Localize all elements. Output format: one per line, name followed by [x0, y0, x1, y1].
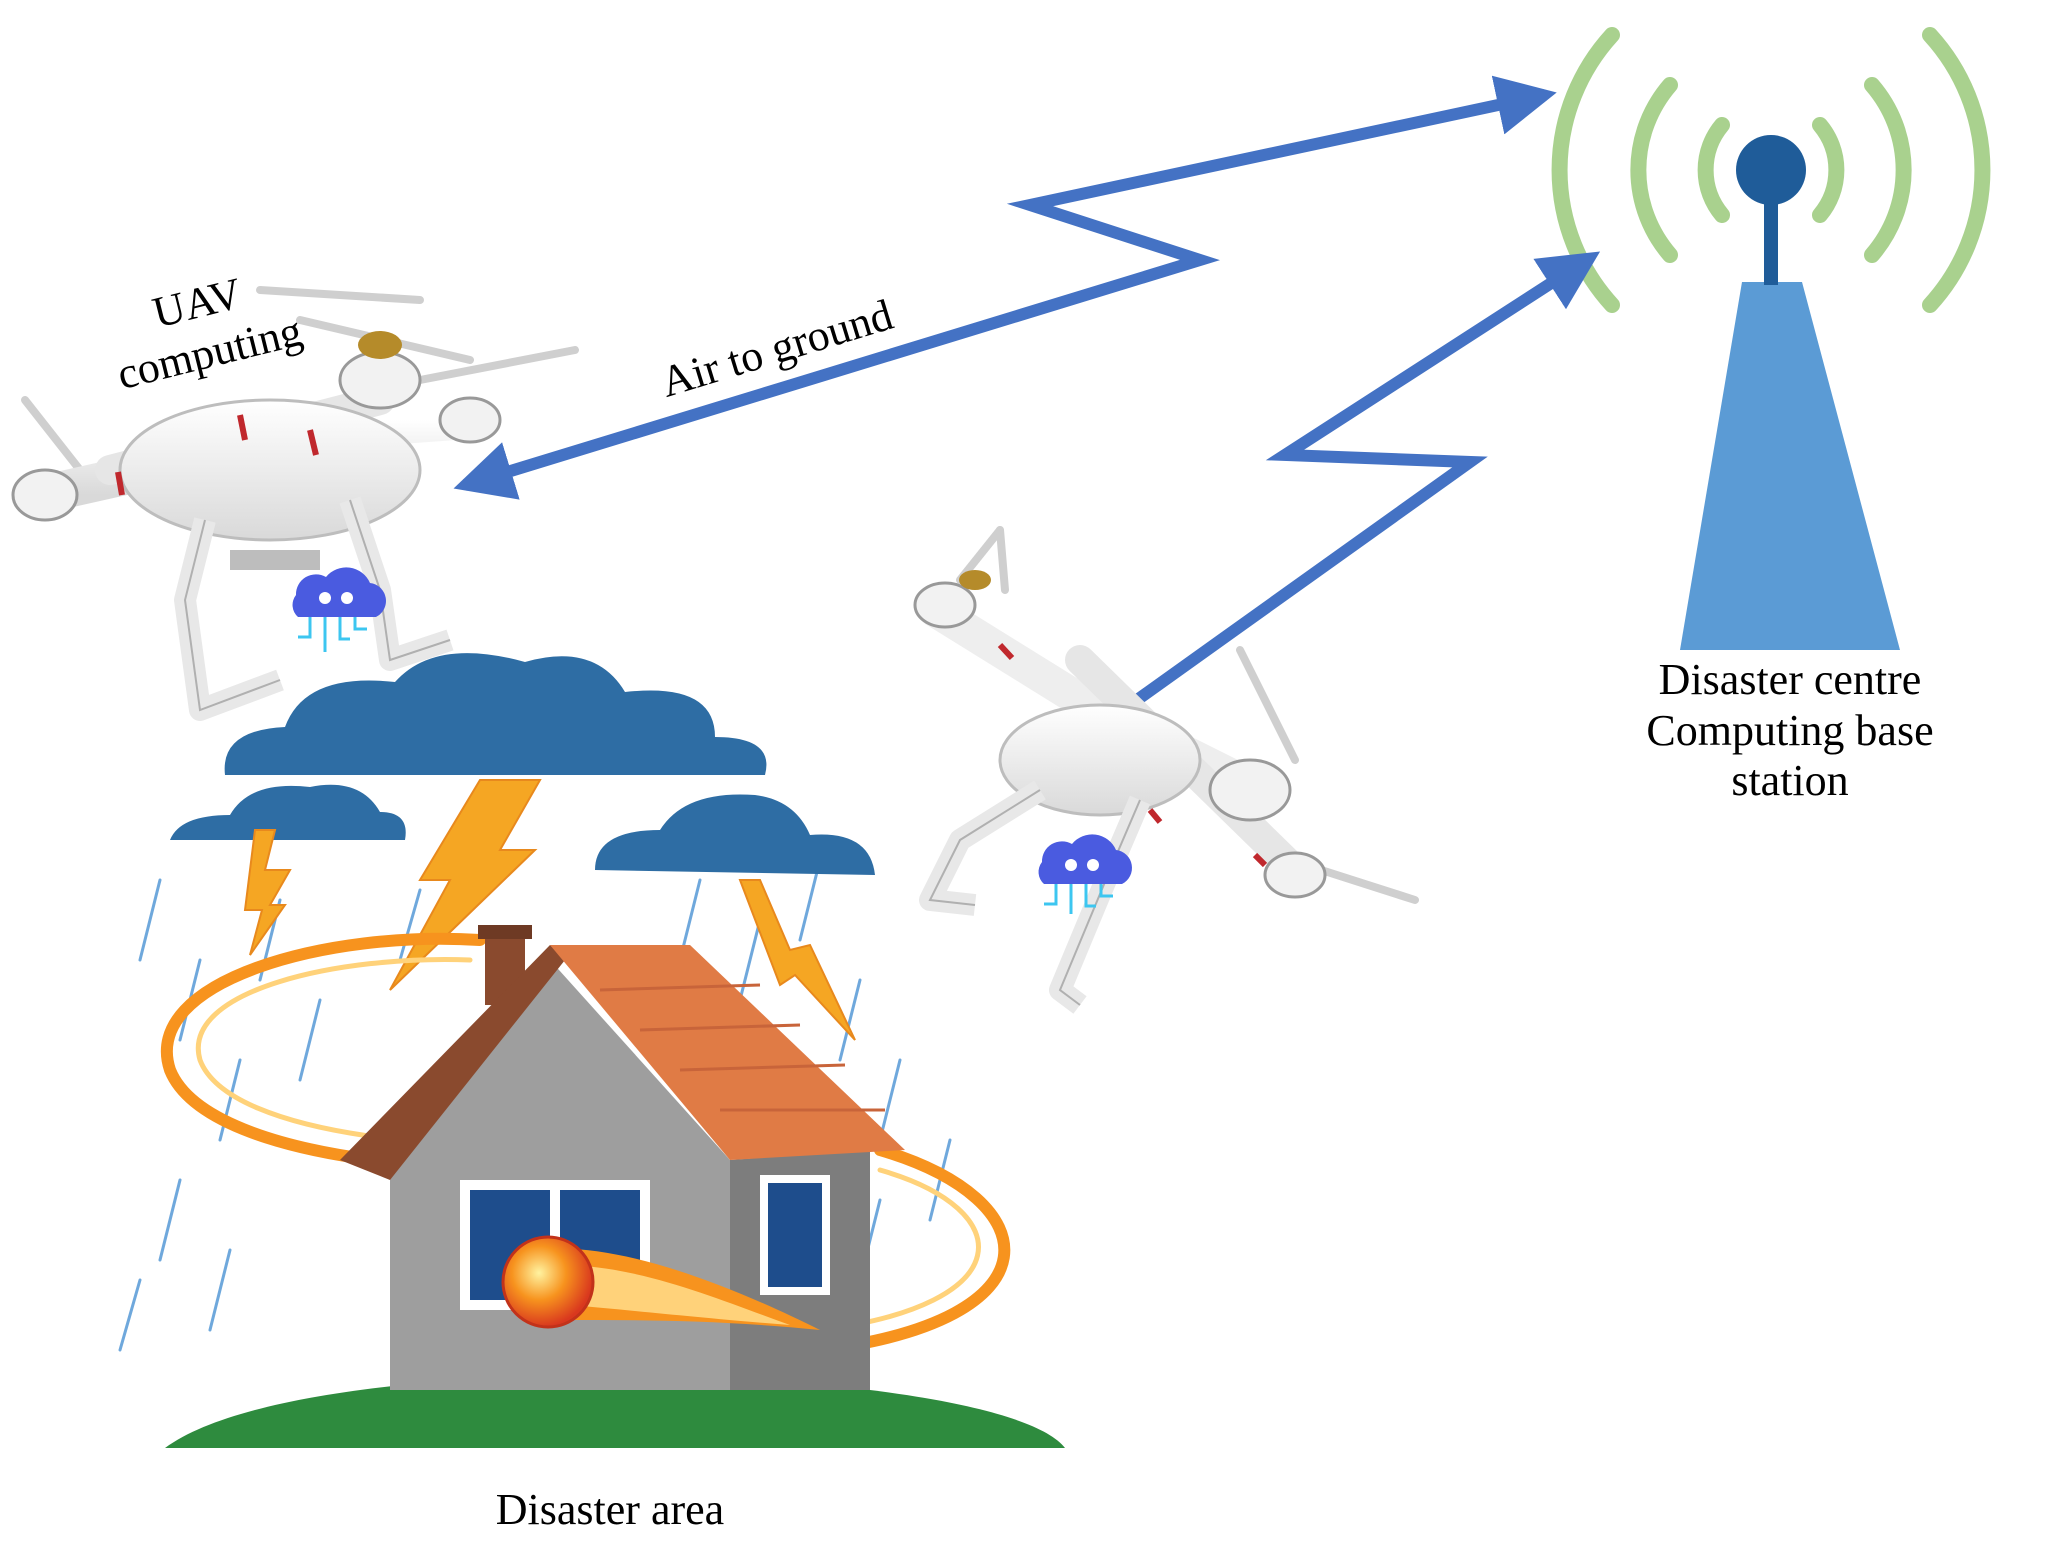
uav-drone-icon [913, 526, 1419, 1014]
house-icon [340, 925, 905, 1390]
fireball-icon [501, 1235, 820, 1330]
disaster-area-scene [118, 653, 1065, 1448]
signal-waves-icon [1551, 27, 1991, 313]
air-to-ground-link-arrow [453, 75, 1557, 500]
base-station-tower-icon [1680, 135, 1900, 650]
grass-icon [165, 1375, 1065, 1448]
station-label-line2: Computing base [1646, 705, 1934, 755]
cloud-chip-icon [292, 567, 386, 652]
station-label-line3: station [1731, 756, 1849, 806]
disaster-area-label: Disaster area [495, 1485, 725, 1534]
cloud-chip-icon [1038, 834, 1132, 914]
base-station-label: Disaster centre Computing base station [1600, 655, 1980, 807]
station-label-line1: Disaster centre [1658, 655, 1922, 704]
drone-to-station-link-arrow [1085, 251, 1601, 737]
uav-drone-icon [11, 286, 579, 721]
storm-cloud-icon [170, 653, 875, 875]
